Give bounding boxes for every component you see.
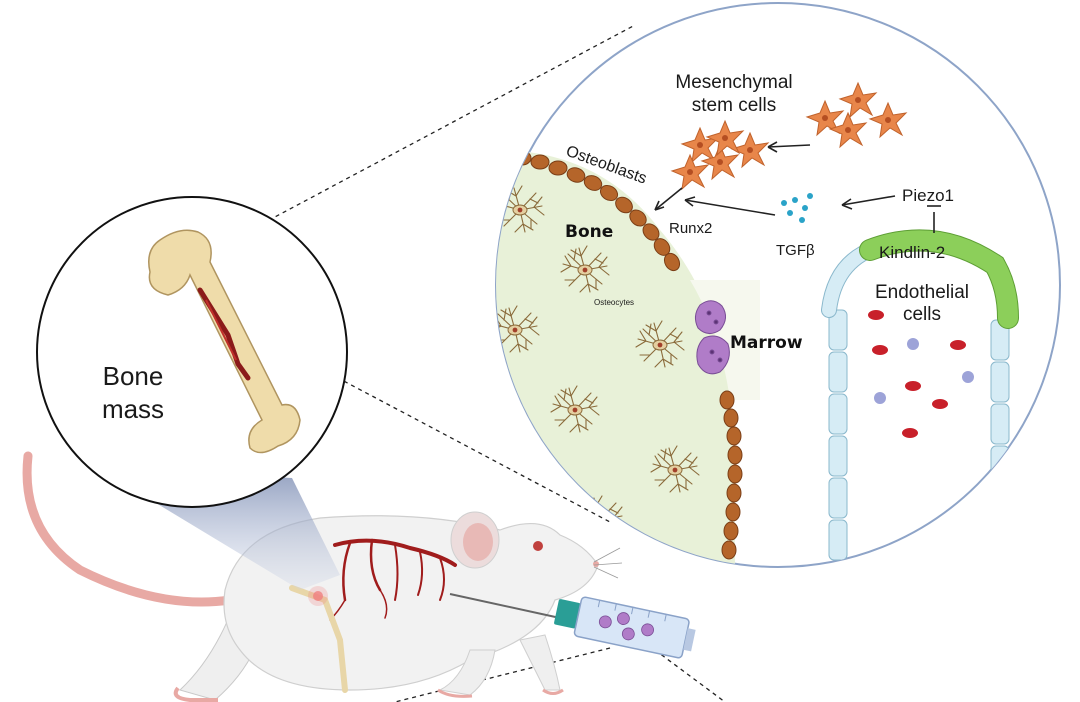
marrow-label: Marrow — [730, 333, 803, 353]
mouse-nose — [593, 561, 599, 567]
tgfb-molecules — [781, 193, 813, 223]
tgfb-label: TGFβ — [776, 242, 815, 259]
bone-mass-circle: Bone mass — [36, 196, 348, 508]
msc-label-line1: Mesenchymal — [675, 72, 792, 93]
runx2-label: Runx2 — [669, 220, 712, 237]
mouse-femur — [289, 585, 348, 693]
mouse-eye — [533, 541, 543, 551]
watermark-logo-icon — [15, 669, 37, 691]
osteocytes-label: Osteocytes — [594, 298, 634, 307]
blood-cells — [868, 310, 974, 438]
piezo1-label: Piezo1 — [902, 186, 954, 205]
watermark: 大数跨境 — [15, 669, 122, 693]
kindlin2-label: Kindlin-2 — [879, 243, 945, 262]
pathway-arrows — [654, 141, 941, 233]
endothelial-label-line2: cells — [903, 304, 941, 325]
blood-vessel — [821, 229, 1019, 561]
femur-bone — [148, 229, 301, 454]
marrow-cells — [694, 300, 730, 375]
syringe — [449, 593, 696, 659]
endothelial-label-line1: Endothelial — [875, 282, 969, 303]
mouse-blood-vessels — [329, 538, 457, 621]
zoom-circle: Mesenchymal stem cells Osteoblasts Runx2… — [495, 2, 1061, 568]
msc-label-line2: stem cells — [692, 95, 776, 116]
watermark-text: 大数跨境 — [46, 671, 122, 693]
bone-mass-label-line1: Bone — [103, 361, 164, 391]
bone-mass-label-line2: mass — [102, 394, 164, 424]
mouse-tail — [22, 451, 235, 607]
bone-label: Bone — [565, 222, 613, 242]
